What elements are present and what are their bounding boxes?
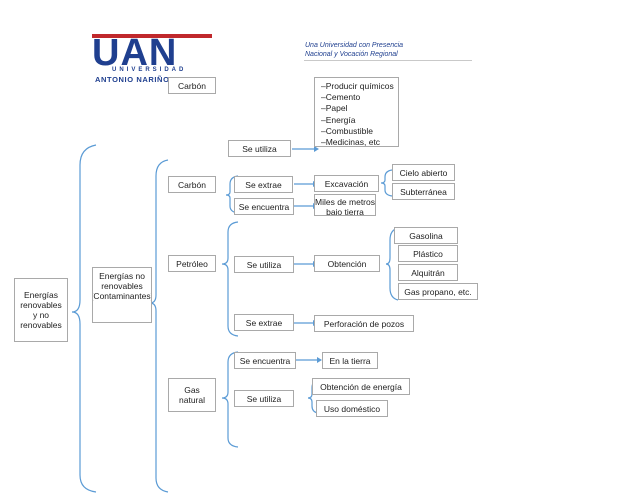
uses-item: –Cemento — [321, 92, 361, 103]
node-domestic-use: Uso doméstico — [316, 400, 388, 417]
node-product-gasoline: Gasolina — [394, 227, 458, 244]
node-product-propane: Gas propano, etc. — [398, 283, 478, 300]
uses-item: –Medicinas, etc — [321, 137, 381, 147]
node-underground: Subterránea — [392, 183, 455, 200]
tagline-line-2: Nacional y Vocación Regional — [305, 51, 398, 58]
node-drilling: Perforación de pozos — [314, 315, 414, 332]
brace-petroleum — [221, 221, 239, 337]
node-in-earth: En la tierra — [322, 352, 378, 369]
uses-item: –Producir químicos — [321, 81, 394, 91]
uan-logo-text: UAN — [92, 32, 178, 74]
uses-item: –Papel — [321, 103, 348, 114]
logo-subtitle-name: ANTONIO NARIÑO — [95, 75, 170, 84]
node-product-tar: Alquitrán — [398, 264, 458, 281]
node-obtention: Obtención — [314, 255, 380, 272]
node-carbon-found: Se encuentra — [234, 198, 294, 215]
node-gas: Gas natural — [168, 378, 216, 412]
node-open-pit: Cielo abierto — [392, 164, 455, 181]
brace-products — [385, 227, 399, 301]
node-carbon-extract: Se extrae — [234, 176, 293, 193]
node-petroleum: Petróleo — [168, 255, 216, 272]
brace-root — [71, 144, 97, 493]
node-excavation: Excavación — [314, 175, 379, 192]
node-uses-label: Se utiliza — [228, 140, 291, 157]
brace-gas — [221, 351, 239, 448]
node-petroleum-use: Se utiliza — [234, 256, 294, 273]
node-product-plastic: Plástico — [398, 245, 458, 262]
tagline-line-1: Una Universidad con Presencia — [305, 42, 404, 49]
header-divider — [304, 60, 472, 61]
node-carbon-top: Carbón — [168, 77, 216, 94]
node-non-renewable: Energías no renovables (Contaminantes) — [92, 267, 152, 323]
brace-excavation — [380, 169, 393, 197]
node-energy-obtention: Obtención de energía — [312, 378, 410, 395]
brace-sources — [149, 159, 169, 493]
uan-logo-mark — [92, 34, 212, 38]
node-root: Energías renovables y no renovables — [14, 278, 68, 342]
node-petroleum-extract: Se extrae — [234, 314, 294, 331]
node-gas-found: Se encuentra — [234, 352, 296, 369]
node-uses-list: –Producir químicos –Cemento –Papel –Ener… — [314, 77, 399, 147]
uses-item: –Combustible — [321, 125, 373, 136]
node-gas-use: Se utiliza — [234, 390, 294, 407]
uses-item: –Energía — [321, 114, 356, 125]
logo-subtitle-university: UNIVERSIDAD — [112, 67, 187, 73]
node-depth: Miles de metros bajo tierra — [314, 194, 376, 216]
brace-carbon — [225, 175, 239, 214]
node-carbon: Carbón — [168, 176, 216, 193]
